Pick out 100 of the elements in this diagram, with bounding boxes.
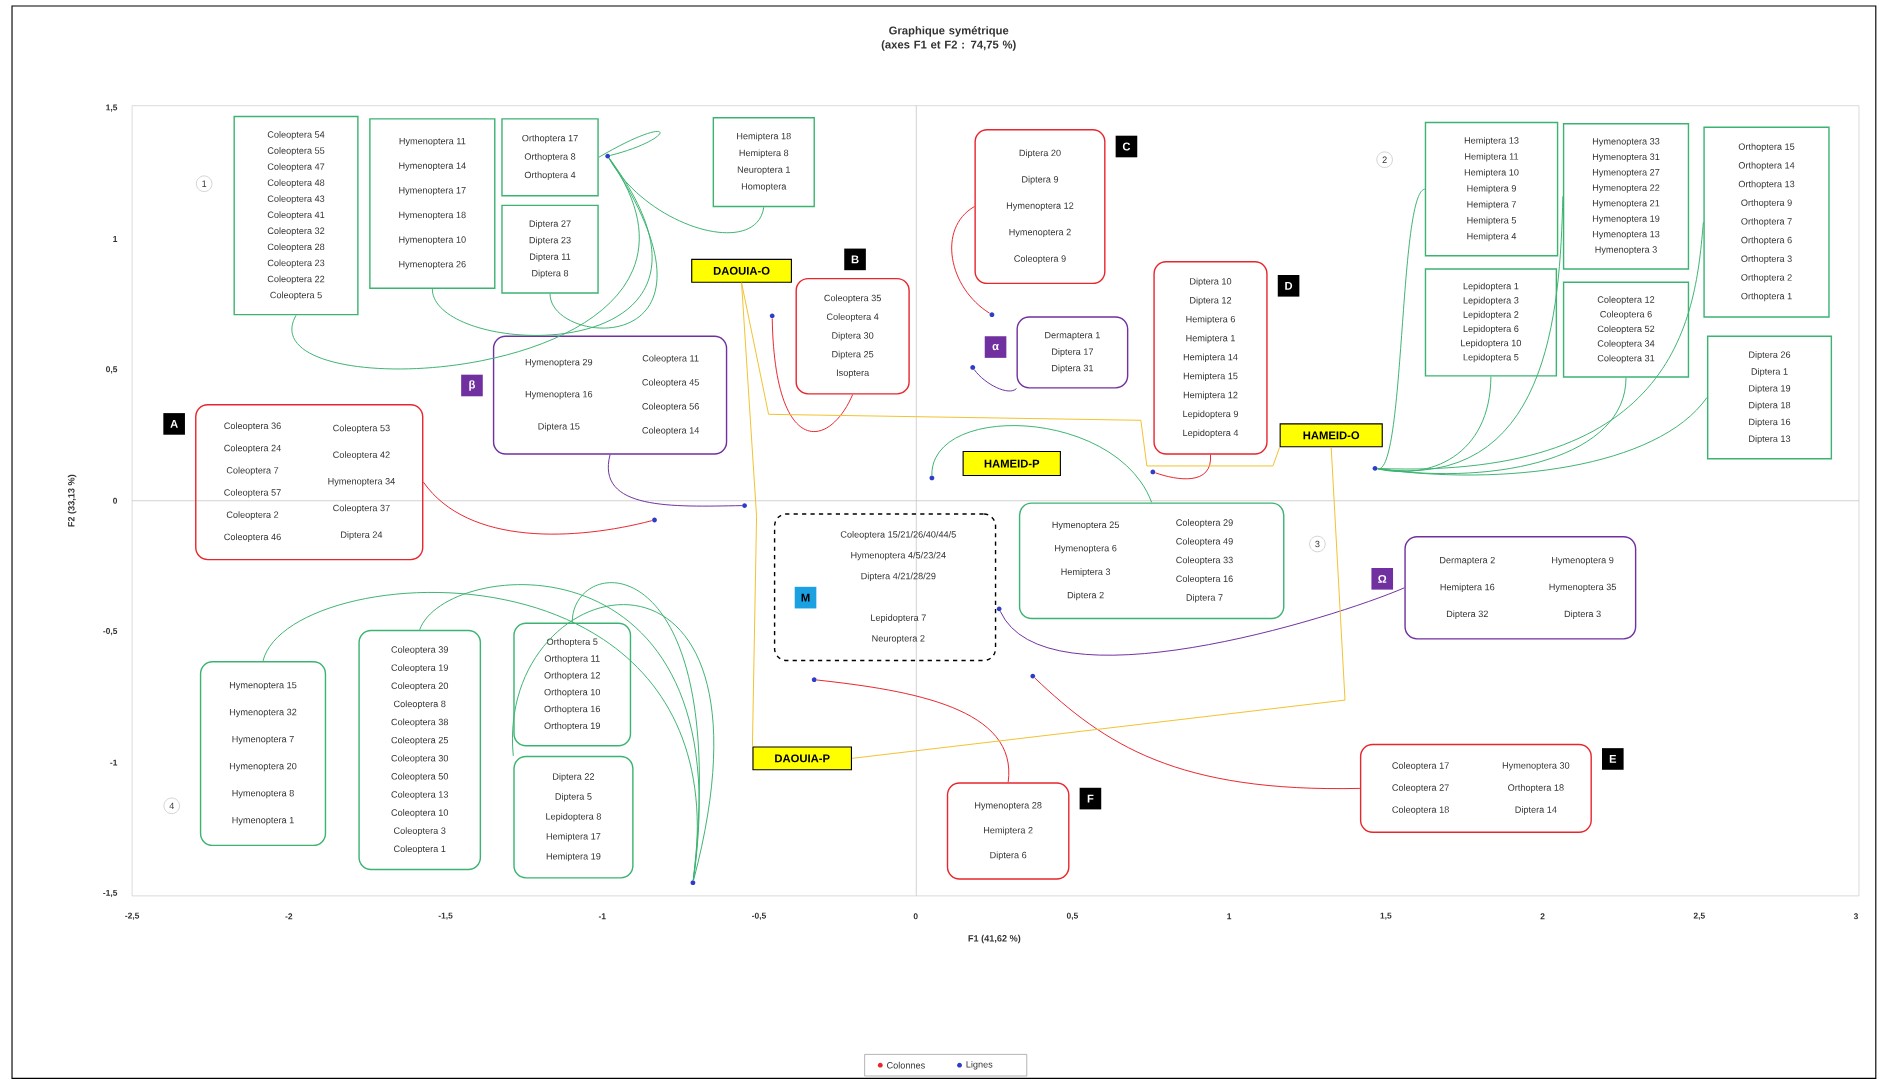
leader-line bbox=[571, 582, 700, 881]
group-letter: α bbox=[984, 336, 1007, 358]
axis-title: F1 (41,62 %) bbox=[968, 934, 1021, 944]
chart-title: Graphique symétrique (axes F1 et F2 : 74,75 %) bbox=[881, 26, 1016, 51]
node-label: Hemiptera 16 bbox=[1440, 583, 1495, 593]
node-label: Diptera 32 bbox=[1446, 610, 1488, 620]
tick-label: -0,5 bbox=[752, 912, 766, 920]
tick-label: -1,5 bbox=[103, 890, 118, 898]
data-point bbox=[989, 312, 995, 318]
tick-label: -1 bbox=[110, 759, 118, 766]
tick-label: 3 bbox=[1853, 913, 1859, 920]
node-label: Diptera 20 bbox=[1019, 149, 1061, 159]
node-label: Isoptera bbox=[836, 369, 870, 378]
node-label: Coleoptera 45 bbox=[642, 378, 699, 388]
node-label: Hymenoptera 16 bbox=[525, 391, 593, 400]
species-box: Diptera 10 Diptera 12 Hemiptera 6 Hemiptera 1 Hemiptera 14 Hemiptera 15 Hemiptera 12 Lepidoptera 9 Lepidoptera 4 bbox=[1153, 261, 1268, 455]
species-box: Orthoptera 17 Orthoptera 8 Orthoptera 4 bbox=[501, 118, 599, 197]
group-letter: C bbox=[1115, 135, 1138, 158]
legend-text: Lignes bbox=[966, 1061, 993, 1070]
node-label: Dermaptera 2 bbox=[1440, 556, 1495, 566]
data-point bbox=[1150, 469, 1156, 475]
connecting-line bbox=[741, 282, 1281, 467]
node-label: Coleoptera 35 bbox=[824, 294, 881, 304]
tick-label: -2,5 bbox=[125, 912, 140, 920]
node-label: Hemiptera 1 bbox=[1186, 334, 1235, 344]
data-point bbox=[1030, 673, 1036, 679]
node-label: Hemiptera 15 bbox=[1183, 372, 1238, 382]
node-label: Coleoptera 7 bbox=[226, 466, 279, 476]
node-label: Coleoptera 46 bbox=[224, 533, 281, 543]
leader-line bbox=[973, 369, 1017, 392]
tick-label: -1 bbox=[598, 913, 606, 920]
leader-line bbox=[608, 158, 765, 234]
leader-line bbox=[512, 604, 714, 881]
legend-text: Colonnes bbox=[887, 1061, 925, 1069]
node-label: Hymenoptera 12 bbox=[1006, 202, 1074, 211]
node-label: Hymenoptera 29 bbox=[525, 359, 593, 368]
group-letter: A bbox=[163, 413, 185, 435]
node-label: Hymenoptera 2 bbox=[1009, 228, 1071, 238]
node-label: Diptera 14 bbox=[1515, 806, 1557, 815]
site-label: HAMEID-P bbox=[962, 451, 1061, 477]
region-number: 1 bbox=[196, 175, 213, 192]
data-point bbox=[769, 313, 775, 319]
data-point bbox=[690, 880, 696, 886]
node-label: Coleoptera 56 bbox=[642, 402, 699, 412]
tick-label: -0,5 bbox=[103, 628, 118, 636]
group-letter: F bbox=[1079, 787, 1102, 810]
site-label: HAMEID-O bbox=[1279, 423, 1383, 448]
data-point bbox=[996, 606, 1002, 612]
species-box: Dermaptera 1 Diptera 17 Diptera 31 bbox=[1016, 316, 1129, 389]
species-box: Coleoptera 54 Coleoptera 55 Coleoptera 47 Coleoptera 48 Coleoptera 43 Coleoptera 41 Coleoptera 32 Coleoptera 28 Coleoptera 23 Coleoptera 22 Coleoptera 5 bbox=[233, 115, 359, 316]
tick-label: 2,5 bbox=[1693, 912, 1705, 920]
species-box: Hymenoptera 28 Hemiptera 2 Diptera 6 bbox=[946, 782, 1070, 880]
data-point bbox=[605, 153, 611, 159]
region-number: 3 bbox=[1309, 536, 1326, 553]
node-label: Diptera 24 bbox=[341, 531, 383, 540]
tick-label: 1 bbox=[1227, 913, 1232, 920]
species-box: Diptera 26 Diptera 1 Diptera 19 Diptera 18 Diptera 16 Diptera 13 bbox=[1706, 335, 1833, 460]
group-letter: B bbox=[844, 248, 866, 271]
tick-label: 1,5 bbox=[1380, 912, 1392, 920]
node-label: Coleoptera 57 bbox=[224, 489, 281, 498]
species-box: Lepidoptera 1 Lepidoptera 3 Lepidoptera 2 Lepidoptera 6 Lepidoptera 10 Lepidoptera 5 bbox=[1424, 268, 1558, 377]
species-box: Coleoptera 39 Coleoptera 19 Coleoptera 20 Coleoptera 8 Coleoptera 38 Coleoptera 25 Coleoptera 30 Coleoptera 50 Coleoptera 13 Coleoptera 10 Coleoptera 3 Coleoptera 1 bbox=[358, 629, 482, 871]
tick-label: 2 bbox=[1540, 913, 1545, 920]
leader-line bbox=[422, 481, 653, 535]
species-box: Hymenoptera 25 Hymenoptera 6 Hemiptera 3 Diptera 2 Coleoptera 29 Coleoptera 49 Coleoptera 33 Coleoptera 16 Diptera 7 bbox=[1018, 502, 1285, 620]
region-number: 4 bbox=[163, 797, 180, 814]
leader-line bbox=[816, 679, 1009, 783]
node-label: Diptera 25 bbox=[832, 350, 874, 360]
node-label: Orthoptera 18 bbox=[1508, 784, 1564, 793]
leader-line bbox=[931, 425, 1153, 504]
leader-line bbox=[598, 131, 661, 158]
node-label: Hemiptera 6 bbox=[1186, 315, 1235, 325]
region-number: 2 bbox=[1376, 151, 1393, 168]
tick-label: 0 bbox=[113, 497, 118, 504]
species-box: Hemiptera 18 Hemiptera 8 Neuroptera 1 Homoptera bbox=[712, 117, 815, 208]
leader-line bbox=[431, 157, 652, 336]
group-letter: Ω bbox=[1371, 568, 1394, 590]
node-label: Coleoptera 17 bbox=[1392, 762, 1449, 771]
node-label: Coleoptera 2 bbox=[226, 511, 279, 520]
node-label: Diptera 30 bbox=[832, 332, 874, 341]
node-label: Hemiptera 12 bbox=[1183, 391, 1238, 401]
species-box: Diptera 20 Diptera 9 Hymenoptera 12 Hymenoptera 2 Coleoptera 9 bbox=[974, 129, 1106, 285]
node-label: Lepidoptera 9 bbox=[1183, 410, 1239, 420]
data-point bbox=[970, 365, 976, 370]
connecting-line bbox=[741, 282, 758, 747]
tick-label: 0,5 bbox=[1066, 912, 1079, 920]
node-label: Coleoptera 14 bbox=[642, 426, 700, 436]
data-point bbox=[1372, 466, 1378, 471]
group-letter: β bbox=[461, 374, 483, 397]
species-box: Hymenoptera 11 Hymenoptera 14 Hymenoptera 17 Hymenoptera 18 Hymenoptera 10 Hymenoptera 26 bbox=[369, 118, 496, 290]
node-label: Hymenoptera 34 bbox=[328, 478, 395, 487]
species-box: Coleoptera 36 Coleoptera 24 Coleoptera 7 Coleoptera 57 Coleoptera 2 Coleoptera 46 Coleoptera 53 Coleoptera 42 Hymenoptera 34 Coleoptera 37 Diptera 24 bbox=[195, 404, 424, 561]
node-label: Lepidoptera 4 bbox=[1183, 429, 1239, 439]
leader-line bbox=[1377, 376, 1492, 473]
node-label: Coleoptera 37 bbox=[333, 504, 390, 514]
node-label: Diptera 15 bbox=[538, 422, 580, 432]
species-box: Diptera 27 Diptera 23 Diptera 11 Diptera 8 bbox=[501, 204, 599, 294]
species-box: Hemiptera 13 Hemiptera 11 Hemiptera 10 Hemiptera 9 Hemiptera 7 Hemiptera 5 Hemiptera 4 bbox=[1424, 121, 1559, 257]
species-box: Coleoptera 35 Coleoptera 4 Diptera 30 Diptera 25 Isoptera bbox=[795, 278, 910, 395]
species-box: Coleoptera 12 Coleoptera 6 Coleoptera 52 Coleoptera 34 Coleoptera 31 bbox=[1562, 281, 1690, 378]
